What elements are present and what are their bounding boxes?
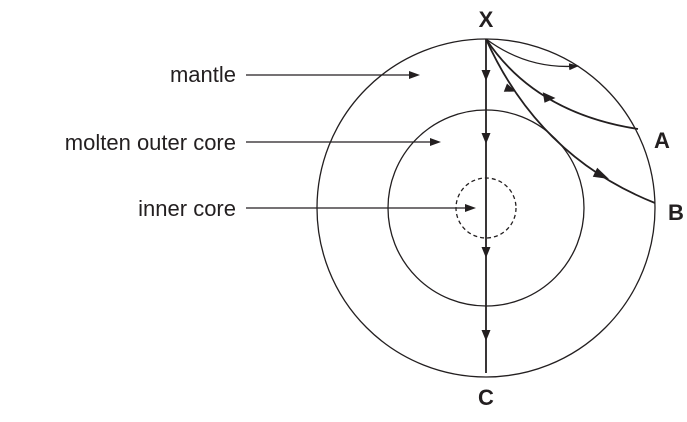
mantle-label: mantle	[170, 62, 236, 87]
outer-core-pointer-arrow	[430, 138, 441, 146]
point-a-label: A	[654, 128, 670, 153]
outer-core-label: molten outer core	[65, 130, 236, 155]
point-x-label: X	[479, 7, 494, 32]
path-x-to-c-arrow-1	[481, 70, 491, 81]
path-x-to-b-arrow-2	[592, 167, 609, 179]
path-x-to-a-arrow	[542, 92, 556, 103]
path-x-to-c-arrow-4	[481, 330, 491, 341]
point-b-label: B	[668, 200, 684, 225]
path-x-to-a-upper	[485, 38, 579, 71]
mantle-pointer-arrow	[409, 71, 420, 79]
point-c-label: C	[478, 385, 494, 410]
path-x-to-b	[485, 38, 656, 204]
path-x-to-b-arrow-1	[503, 83, 516, 92]
path-x-to-c-arrow-2	[481, 133, 491, 144]
path-x-to-c-arrow-3	[481, 247, 491, 258]
inner-core-label: inner core	[138, 196, 236, 221]
inner-core-pointer-arrow	[465, 204, 476, 212]
